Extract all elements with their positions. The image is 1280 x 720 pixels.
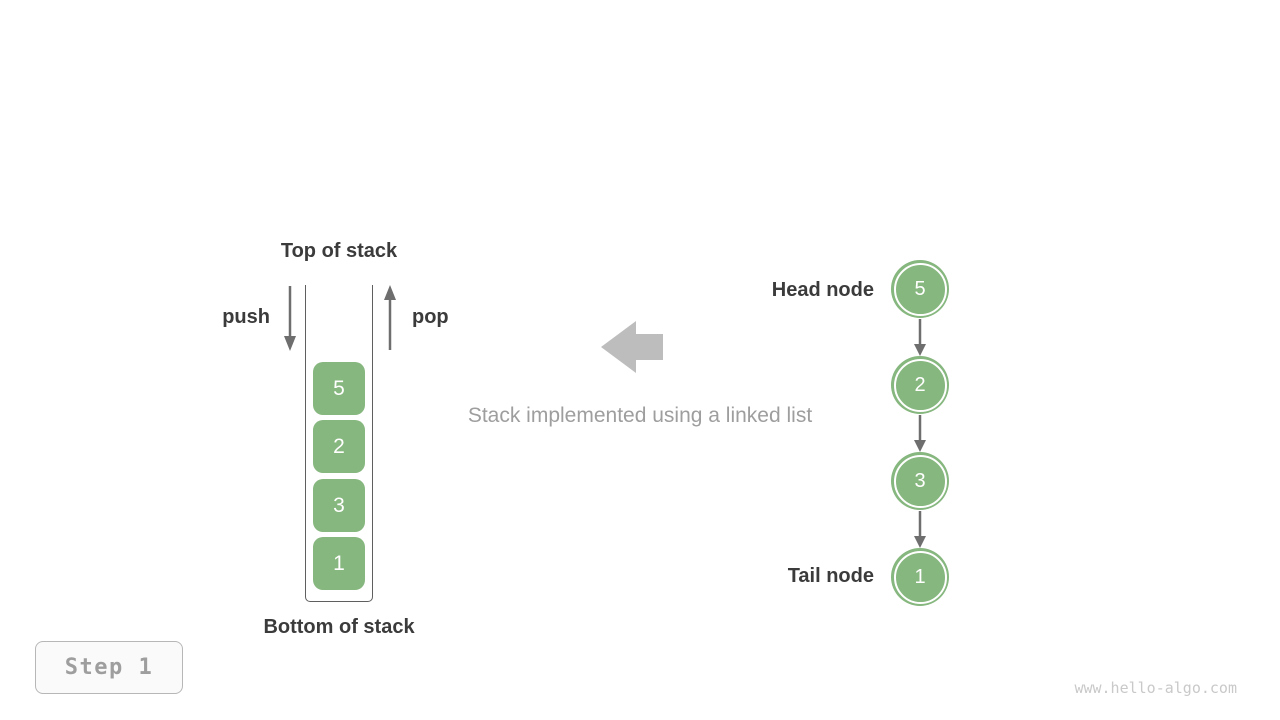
bottom-of-stack-label: Bottom of stack — [263, 616, 415, 638]
linked-list-node-value: 2 — [914, 373, 926, 396]
big-left-arrow-icon — [601, 321, 663, 373]
link-arrow-icon — [914, 415, 926, 452]
link-arrow-icon — [914, 319, 926, 356]
stack-item: 2 — [313, 420, 365, 473]
step-badge: Step 1 — [35, 641, 183, 694]
linked-list-node: 5 — [891, 260, 949, 318]
linked-list-node: 2 — [891, 356, 949, 414]
caption-text: Stack implemented using a linked list — [467, 404, 813, 427]
stack-item: 5 — [313, 362, 365, 415]
push-label: push — [222, 306, 270, 328]
linked-list-node-value: 3 — [914, 469, 926, 492]
stack-item: 1 — [313, 537, 365, 590]
push-arrow-icon — [284, 286, 296, 351]
stack-item-value: 1 — [333, 551, 345, 575]
step-badge-label: Step 1 — [64, 655, 154, 680]
pop-arrow-icon — [384, 285, 396, 350]
stack-item: 3 — [313, 479, 365, 532]
pop-label: pop — [412, 306, 449, 328]
stack-item-value: 3 — [333, 493, 345, 517]
link-arrow-icon — [914, 511, 926, 548]
stack-item-value: 5 — [333, 376, 345, 400]
top-of-stack-label: Top of stack — [280, 240, 398, 262]
linked-list-node-value: 5 — [914, 277, 926, 300]
head-node-label: Head node — [771, 279, 874, 301]
stack-container — [305, 285, 373, 602]
tail-node-label: Tail node — [787, 565, 874, 587]
linked-list-node: 1 — [891, 548, 949, 606]
stack-item-value: 2 — [333, 434, 345, 458]
linked-list-node: 3 — [891, 452, 949, 510]
watermark-text: www.hello-algo.com — [1074, 679, 1237, 697]
linked-list-node-value: 1 — [914, 565, 926, 588]
